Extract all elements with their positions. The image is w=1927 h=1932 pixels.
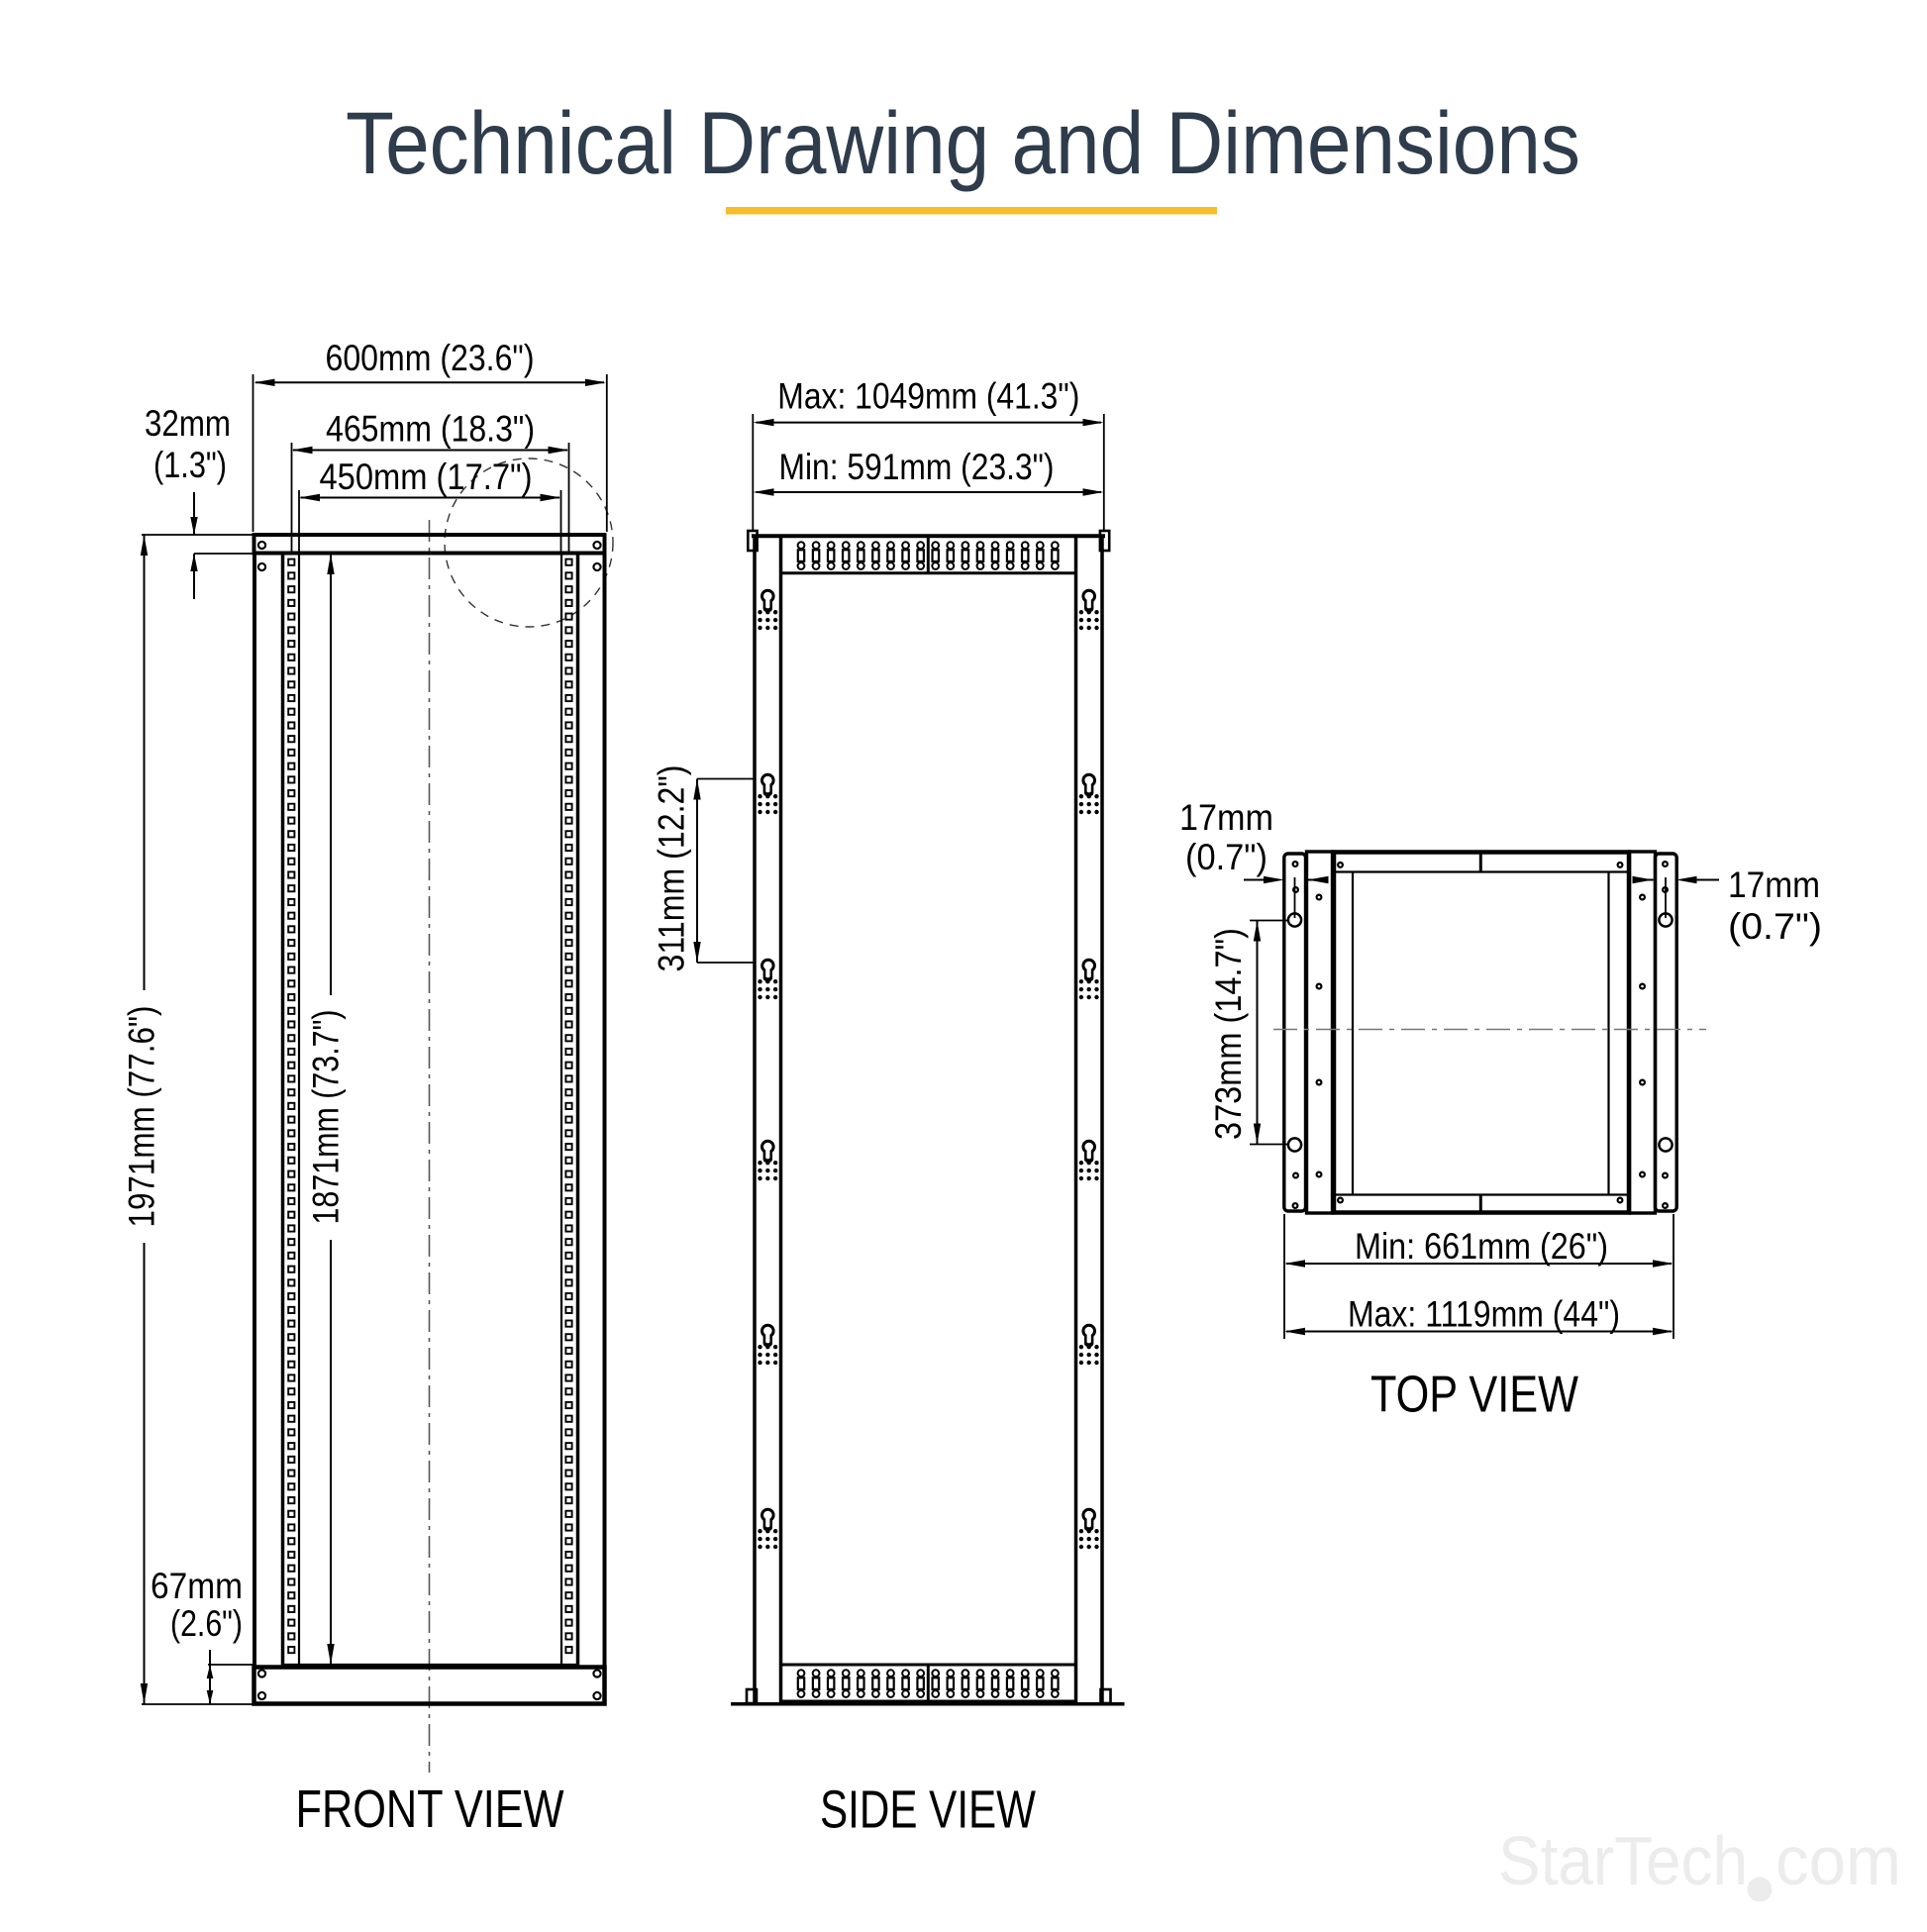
svg-text:373mm (14.7"): 373mm (14.7") (1208, 928, 1249, 1140)
svg-text:17mm: 17mm (1728, 864, 1820, 905)
svg-text:(2.6"): (2.6") (170, 1603, 243, 1644)
svg-text:com: com (1775, 1822, 1901, 1899)
svg-text:1871mm (73.7"): 1871mm (73.7") (306, 1010, 347, 1225)
svg-text:600mm (23.6"): 600mm (23.6") (326, 338, 535, 378)
svg-text:Max: 1049mm (41.3"): Max: 1049mm (41.3") (777, 375, 1079, 416)
svg-text:Technical Drawing and Dimensio: Technical Drawing and Dimensions (346, 93, 1580, 192)
svg-text:17mm: 17mm (1179, 797, 1273, 838)
svg-text:Min: 591mm (23.3"): Min: 591mm (23.3") (779, 447, 1055, 487)
svg-text:32mm: 32mm (145, 403, 231, 444)
svg-text:TOP VIEW: TOP VIEW (1370, 1367, 1578, 1424)
svg-text:Min: 661mm (26"): Min: 661mm (26") (1355, 1226, 1608, 1267)
svg-text:465mm (18.3"): 465mm (18.3") (326, 409, 535, 450)
svg-text:(1.3"): (1.3") (153, 445, 227, 485)
svg-text:1971mm (77.6"): 1971mm (77.6") (122, 1006, 162, 1228)
svg-text:StarTech: StarTech (1498, 1822, 1748, 1899)
svg-text:SIDE VIEW: SIDE VIEW (820, 1780, 1036, 1840)
svg-text:450mm (17.7"): 450mm (17.7") (320, 457, 533, 497)
svg-text:(0.7"): (0.7") (1185, 837, 1268, 877)
svg-text:Max: 1119mm (44"): Max: 1119mm (44") (1348, 1294, 1620, 1335)
svg-text:FRONT VIEW: FRONT VIEW (296, 1779, 564, 1839)
svg-text:67mm: 67mm (151, 1566, 243, 1606)
svg-text:(0.7"): (0.7") (1728, 906, 1822, 947)
svg-text:311mm (12.2"): 311mm (12.2") (652, 765, 692, 972)
